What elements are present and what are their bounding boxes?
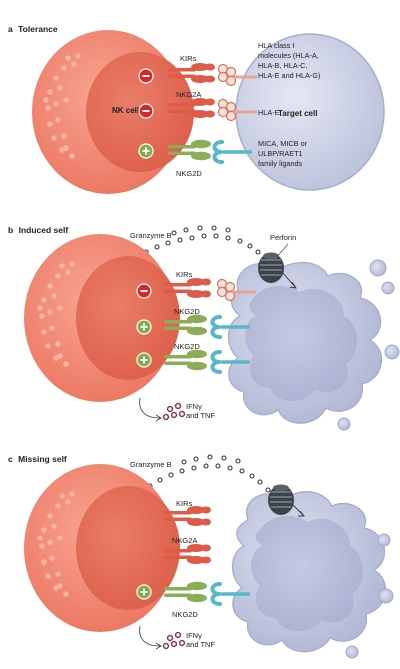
- inhibitory-badge-icon: [138, 68, 154, 84]
- panel-c-title: Missing self: [18, 454, 67, 464]
- panel-a-letter: a: [8, 24, 13, 34]
- panel-b-induced-self: b Induced self Granzyme B Perforin: [8, 225, 400, 431]
- cytokine-label: IFNγ and TNF: [186, 631, 215, 649]
- hla-class1-label: HLA class I molecules (HLA-A, HLA-B, HLA…: [258, 41, 321, 80]
- perforin-label: Perforin: [270, 233, 296, 242]
- activating-badge-icon: [136, 352, 152, 368]
- cytokine-dots: [162, 631, 186, 650]
- panel-c-missing-self: c Missing self Granzyme B KIRs: [8, 454, 394, 659]
- granzyme-label: Granzyme B: [130, 460, 172, 469]
- panel-a-title: Tolerance: [18, 24, 58, 34]
- nkg2d-receptor: [164, 581, 207, 603]
- kir-label: KIRs: [176, 270, 193, 279]
- nkg2a-label: NKG2A: [176, 90, 201, 99]
- panel-b-title: Induced self: [19, 225, 69, 235]
- target-cell-label: Target cell: [278, 109, 317, 118]
- nk-nucleus: [76, 256, 180, 380]
- inhibitory-badge-icon: [136, 283, 152, 299]
- nkg2d-label: NKG2D: [176, 169, 202, 178]
- perforin-pore-icon: [257, 251, 285, 284]
- nkg2d-label-1: NKG2D: [174, 307, 200, 316]
- kir-label: KIRs: [176, 499, 193, 508]
- mica-label: MICA, MICB or ULBP/RAET1 family ligands: [258, 139, 309, 168]
- activating-badge-icon: [138, 143, 154, 159]
- cytokine-label: IFNγ and TNF: [186, 402, 215, 420]
- activating-badge-icon: [136, 319, 152, 335]
- target-cell-stressed: [227, 259, 400, 431]
- svg-text:b Induced self: b Induced self: [8, 225, 68, 235]
- perforin-pore-icon: [267, 483, 295, 516]
- granzyme-label: Granzyme B: [130, 231, 172, 240]
- svg-text:a Tolerance: a Tolerance: [8, 24, 58, 34]
- panel-c-letter: c: [8, 454, 13, 464]
- panel-a-tolerance: a Tolerance Target cell NK cell KIRs NKG…: [8, 24, 385, 194]
- svg-text:c Missing self: c Missing self: [8, 454, 67, 464]
- activating-badge-icon: [136, 584, 152, 600]
- hla-e-label: HLA-E: [258, 108, 280, 117]
- target-cell-missing-self: [231, 491, 394, 659]
- nkg2d-label-2: NKG2D: [174, 342, 200, 351]
- nkg2d-label: NKG2D: [172, 610, 198, 619]
- nk-cell-label: NK cell: [112, 106, 139, 115]
- panel-b-letter: b: [8, 225, 13, 235]
- nk-nucleus: [76, 486, 180, 610]
- cytokine-dots: [162, 402, 186, 421]
- granzyme-granules: [147, 454, 271, 493]
- nkg2a-label: NKG2A: [172, 536, 197, 545]
- inhibitory-badge-icon: [138, 103, 154, 119]
- kir-label: KIRs: [180, 54, 197, 63]
